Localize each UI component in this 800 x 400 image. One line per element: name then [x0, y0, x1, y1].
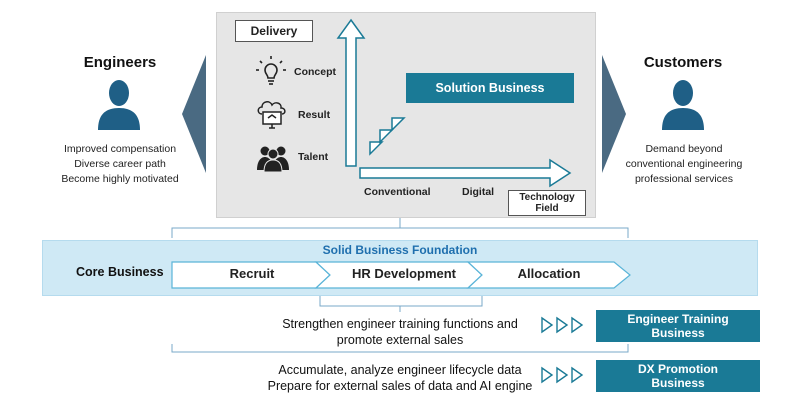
customers-line-1: Demand beyond	[645, 143, 723, 155]
dx-line-2: Prepare for external sales of data and A…	[267, 379, 533, 393]
engineers-line-3: Become highly motivated	[61, 173, 179, 185]
hr-development-step: HR Development	[351, 266, 457, 281]
engineers-benefits: Improved compensation Diverse career pat…	[40, 142, 200, 187]
training-description: Strengthen engineer training functions a…	[240, 316, 560, 348]
growth-arrows-icon	[369, 117, 406, 156]
customers-line-3: professional services	[634, 173, 734, 185]
training-line-2: promote external sales	[336, 333, 464, 347]
allocation-chevron	[466, 261, 631, 289]
engineers-line-1: Improved compensation	[63, 143, 177, 155]
engineer-training-line-2: Business	[651, 326, 705, 340]
dx-promotion-line-2: Business	[651, 376, 705, 390]
delivery-label: Delivery	[235, 20, 313, 42]
core-business-label: Core Business	[76, 265, 164, 279]
lightbulb-icon	[256, 56, 286, 85]
engineer-person-icon	[98, 80, 140, 130]
people-icon	[257, 146, 289, 172]
engineers-line-2: Diverse career path	[74, 158, 166, 170]
engineer-training-line-1: Engineer Training	[627, 312, 729, 326]
concept-label: Concept	[294, 66, 336, 78]
talent-label: Talent	[298, 151, 329, 163]
recruit-step: Recruit	[229, 266, 275, 281]
conventional-label: Conventional	[364, 186, 431, 198]
technology-field-line-2: Field	[535, 203, 559, 214]
engineer-training-business-box: Engineer Training Business	[596, 310, 760, 342]
customers-line-2: conventional engineering	[625, 158, 743, 170]
digital-label: Digital	[462, 186, 495, 198]
training-line-1: Strengthen engineer training functions a…	[282, 317, 518, 331]
allocation-step: Allocation	[517, 266, 581, 281]
cloud-monitor-icon	[257, 101, 286, 129]
left-triangle-icon	[182, 55, 206, 173]
customers-demand: Demand beyond conventional engineering p…	[604, 142, 764, 187]
technology-field-line-1: Technology	[519, 192, 575, 203]
dx-promotion-business-box: DX Promotion Business	[596, 360, 760, 392]
dx-line-1: Accumulate, analyze engineer lifecycle d…	[278, 363, 522, 377]
result-label: Result	[298, 109, 331, 121]
solution-business-box: Solution Business	[406, 73, 574, 103]
training-arrows-icon	[541, 316, 584, 334]
dx-promotion-line-1: DX Promotion	[638, 362, 718, 376]
technology-field-label: Technology Field	[508, 190, 586, 216]
horizontal-arrow-icon	[359, 158, 572, 188]
foundation-title: Solid Business Foundation	[322, 243, 478, 257]
engineers-title: Engineers	[83, 54, 157, 71]
customer-person-icon	[662, 80, 704, 130]
right-triangle-icon	[602, 55, 626, 173]
vertical-arrow-icon	[336, 18, 366, 167]
core-business-chevrons	[171, 261, 631, 289]
customers-title: Customers	[643, 54, 723, 71]
dx-arrows-icon	[541, 366, 584, 384]
dx-description: Accumulate, analyze engineer lifecycle d…	[240, 362, 560, 394]
